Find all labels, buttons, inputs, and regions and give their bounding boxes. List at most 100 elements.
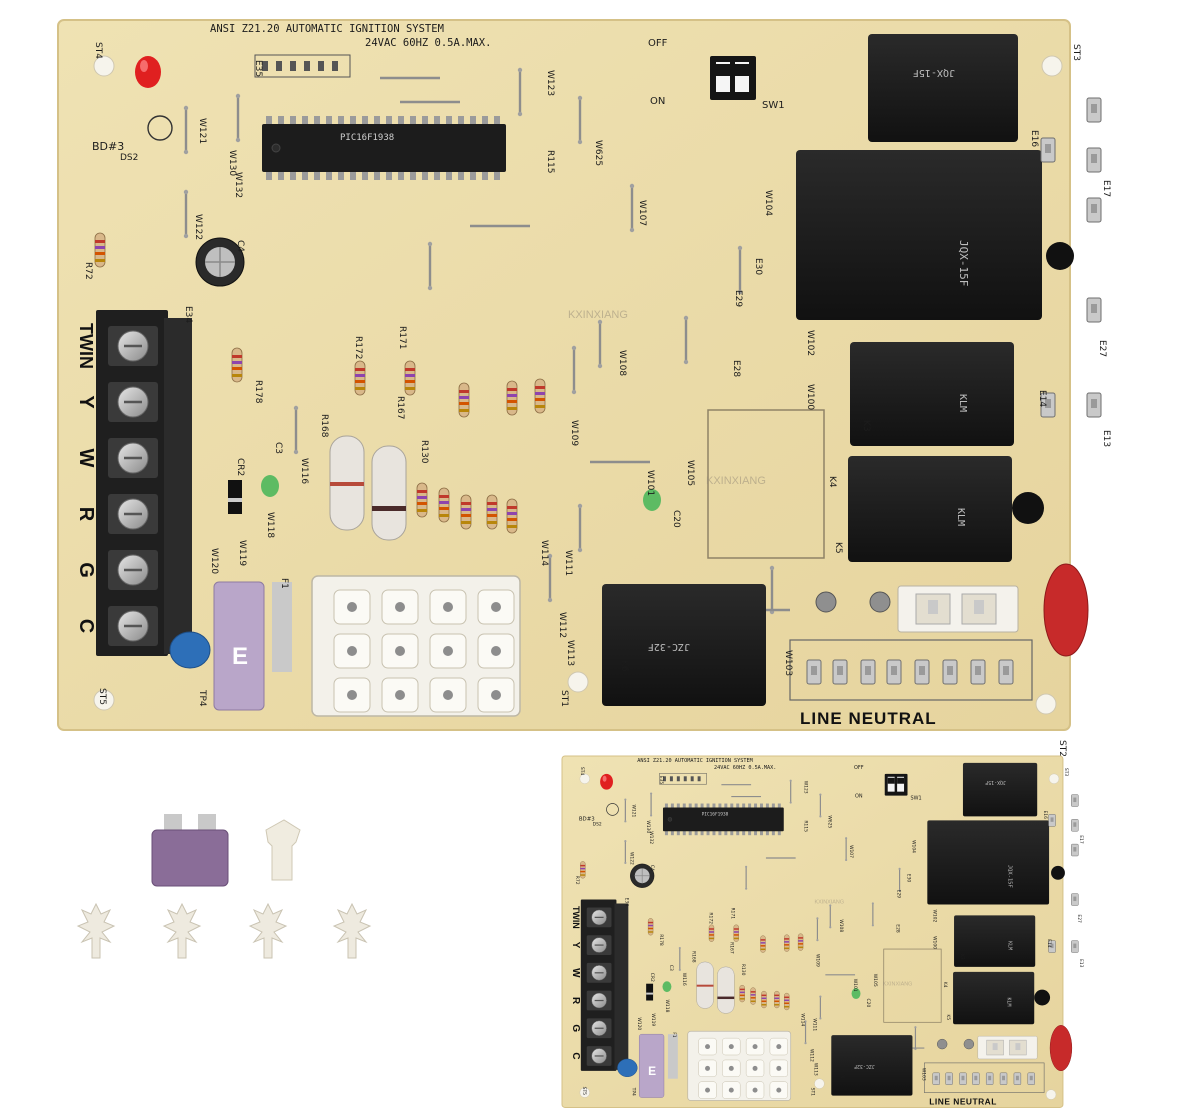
part-label: ST5 bbox=[581, 1087, 587, 1096]
relay-large-text: JQX-15F bbox=[957, 240, 970, 286]
electrolytic-capacitor bbox=[195, 237, 245, 287]
part-label: W116 bbox=[681, 973, 687, 986]
part-label: C3 bbox=[668, 965, 674, 971]
relay-top-text: JQX-15F bbox=[985, 779, 1006, 785]
part-label: R167 bbox=[395, 396, 405, 419]
part-label: E29 bbox=[733, 290, 743, 307]
part-label: W123 bbox=[803, 781, 809, 794]
part-label: E27 bbox=[1076, 914, 1082, 923]
pin-header bbox=[659, 773, 707, 785]
part-label: E17 bbox=[1078, 835, 1084, 844]
part-label: W100 bbox=[931, 936, 937, 949]
dip-switch-label: SW1 bbox=[762, 100, 785, 111]
part-label: W100 bbox=[805, 384, 815, 410]
terminal-label-r: R bbox=[75, 507, 97, 522]
accessory-parts bbox=[77, 814, 371, 959]
part-label: W132 bbox=[648, 831, 654, 844]
status-led: DS2 BD#3 bbox=[579, 773, 619, 827]
part-label: W104 bbox=[910, 840, 916, 853]
part-label: ST4 bbox=[93, 42, 103, 59]
power-resistor bbox=[329, 435, 407, 541]
board-clip-2 bbox=[163, 903, 201, 959]
part-label: E16 bbox=[1029, 130, 1039, 147]
part-label: E35 bbox=[253, 60, 263, 77]
part-label: ST4 bbox=[579, 767, 585, 776]
dip-switch: OFF ON SW1 bbox=[854, 765, 922, 802]
relay-k4: KLM bbox=[848, 456, 1012, 562]
part-label: K5 bbox=[833, 542, 843, 554]
part-label: W118 bbox=[265, 512, 275, 538]
board-fuse: E bbox=[213, 581, 292, 711]
relay-small-top: JQX-15F bbox=[868, 34, 1018, 142]
part-label: E30 bbox=[753, 258, 763, 275]
relay-k6: JZC-32F bbox=[831, 1035, 913, 1096]
part-label: R72 bbox=[83, 262, 93, 280]
relay-k6-text: JZC-32F bbox=[854, 1063, 875, 1069]
part-label: W122 bbox=[628, 852, 634, 865]
thumbnail-board-render: ANSI Z21.20 AUTOMATIC IGNITION SYSTEM 24… bbox=[561, 755, 1084, 1115]
board-header-line2: 24VAC 60HZ 0.5A.MAX. bbox=[365, 37, 491, 49]
part-label: K3 bbox=[861, 420, 871, 432]
part-label: W120 bbox=[636, 1017, 642, 1030]
part-label: K5 bbox=[945, 1014, 951, 1020]
spare-fuse bbox=[151, 814, 229, 887]
watermark: KXINXIANG bbox=[568, 309, 628, 321]
part-label: W112 bbox=[557, 612, 567, 638]
part-label: W114 bbox=[539, 540, 549, 566]
part-label: W119 bbox=[650, 1013, 656, 1026]
terminal-label-r: R bbox=[570, 997, 581, 1004]
terminal-label-twin: TWIN bbox=[76, 323, 96, 369]
part-label: C4 bbox=[649, 865, 655, 871]
status-led: DS2 BD#3 bbox=[92, 56, 173, 163]
main-control-board: ANSI Z21.20 AUTOMATIC IGNITION SYSTEM 24… bbox=[57, 19, 1111, 757]
part-label: TP4 bbox=[630, 1087, 636, 1096]
part-label: W119 bbox=[237, 540, 247, 566]
part-label: R178 bbox=[253, 380, 263, 404]
part-label: E29 bbox=[896, 890, 902, 899]
part-label: W120 bbox=[209, 548, 219, 574]
part-label: E35 bbox=[658, 776, 664, 785]
board-header-line1: ANSI Z21.20 AUTOMATIC IGNITION SYSTEM bbox=[210, 23, 444, 35]
part-label: CR2 bbox=[235, 458, 245, 476]
part-label: W108 bbox=[617, 350, 627, 376]
twelve-pin-connector bbox=[687, 1030, 792, 1101]
part-label: C4 bbox=[235, 240, 245, 252]
microcontroller-chip: PIC16F1938 bbox=[262, 116, 506, 180]
fuse-letter: E bbox=[648, 1064, 656, 1078]
dip-on-label: ON bbox=[650, 96, 665, 107]
chip-marking: PIC16F1938 bbox=[702, 811, 729, 817]
part-label: W113 bbox=[812, 1063, 818, 1076]
dip-on-label: ON bbox=[855, 794, 863, 800]
relay-k4-brand: KLM bbox=[955, 508, 966, 526]
part-label: E16 bbox=[1042, 810, 1048, 819]
part-label: ST3 bbox=[1071, 44, 1081, 61]
part-label: W101 bbox=[645, 470, 655, 496]
part-label: E28 bbox=[895, 924, 901, 933]
led-label: DS2 bbox=[593, 821, 602, 827]
part-label: W108 bbox=[838, 919, 844, 932]
part-label: W121 bbox=[630, 805, 636, 818]
board-clip-3 bbox=[249, 903, 287, 959]
line-neutral-terminals: LINE NEUTRAL bbox=[924, 1062, 1045, 1106]
part-label: W118 bbox=[664, 1000, 670, 1013]
watermark-2: KXINXIANG bbox=[883, 982, 913, 988]
part-label: W625 bbox=[593, 140, 603, 166]
part-label: R172 bbox=[708, 912, 714, 924]
terminal-block bbox=[580, 899, 629, 1071]
part-label: W109 bbox=[814, 954, 820, 967]
board-id-label: BD#3 bbox=[92, 140, 124, 153]
part-label: E34 bbox=[183, 306, 193, 323]
twelve-pin-connector bbox=[311, 575, 521, 717]
relay-k3: KLM bbox=[954, 915, 1036, 967]
watermark: KXINXIANG bbox=[814, 900, 844, 906]
part-label: W113 bbox=[565, 640, 575, 666]
dip-switch-label: SW1 bbox=[910, 796, 921, 802]
part-label: R130 bbox=[740, 964, 746, 976]
part-label: R171 bbox=[729, 907, 735, 919]
part-label: W105 bbox=[685, 460, 695, 486]
part-label: E30 bbox=[906, 874, 912, 883]
terminal-label-w: W bbox=[75, 449, 97, 468]
relay-large-text: JQX-15F bbox=[1006, 865, 1012, 888]
